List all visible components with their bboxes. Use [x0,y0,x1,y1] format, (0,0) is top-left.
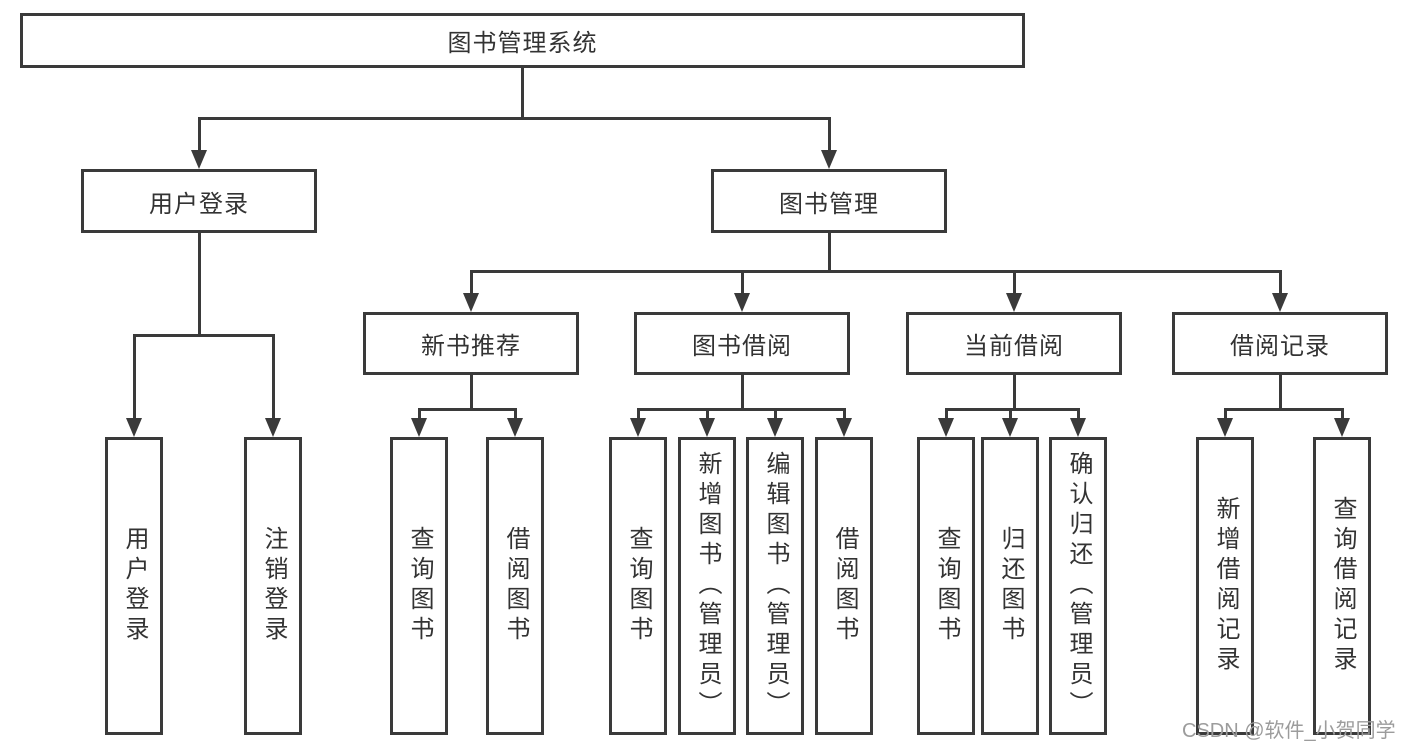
arrowhead-down-icon [1334,418,1350,437]
connector-line [945,408,1080,411]
node-current-borrow: 当前借阅 [906,312,1122,375]
arrowhead-down-icon [191,150,207,169]
arrowhead-down-icon [126,418,142,437]
connector-line [521,68,524,119]
arrowhead-down-icon [836,418,852,437]
leaf-confirm-return-admin: 确认归还（管理员） [1049,437,1107,735]
connector-line [514,408,517,422]
connector-line [1013,270,1016,298]
leaf-query-books-recommend: 查询图书 [390,437,448,735]
leaf-query-books-borrow: 查询图书 [609,437,667,735]
connector-line [133,334,136,422]
leaf-add-borrow-record: 新增借阅记录 [1196,437,1254,735]
leaf-label: 查询借阅记录 [1329,496,1356,676]
arrowhead-down-icon [767,418,783,437]
connector-line [1077,408,1080,422]
node-book-borrow: 图书借阅 [634,312,850,375]
node-label: 图书管理 [779,190,879,218]
leaf-label: 查询图书 [625,526,652,646]
arrowhead-down-icon [1002,418,1018,437]
connector-line [1013,375,1016,411]
node-library-management-system: 图书管理系统 [20,13,1025,68]
arrowhead-down-icon [411,418,427,437]
leaf-add-books-admin: 新增图书（管理员） [678,437,736,735]
leaf-edit-books-admin: 编辑图书（管理员） [746,437,804,735]
connector-line [828,117,831,155]
connector-line [470,270,473,298]
connector-line [706,408,709,422]
leaf-borrow-books: 借阅图书 [815,437,873,735]
connector-line [1279,270,1282,298]
connector-line [470,375,473,411]
leaf-label: 确认归还（管理员） [1065,451,1092,721]
node-label: 用户登录 [149,190,249,218]
connector-line [1224,408,1227,422]
connector-line [843,408,846,422]
leaf-user-login: 用户登录 [105,437,163,735]
leaf-query-borrow-record: 查询借阅记录 [1313,437,1371,735]
leaf-label: 注销登录 [260,526,287,646]
connector-line [133,334,275,337]
arrowhead-down-icon [265,418,281,437]
connector-line [418,408,517,411]
arrowhead-down-icon [1272,293,1288,312]
node-label: 图书借阅 [692,333,792,360]
arrowhead-down-icon [734,293,750,312]
connector-line [741,270,744,298]
connector-line [1224,408,1344,411]
leaf-logout: 注销登录 [244,437,302,735]
arrowhead-down-icon [630,418,646,437]
arrowhead-down-icon [1217,418,1233,437]
leaf-label: 新增图书（管理员） [694,451,721,721]
connector-line [637,408,640,422]
connector-line [198,117,831,120]
leaf-label: 查询图书 [406,526,433,646]
node-label: 借阅记录 [1230,333,1330,360]
arrowhead-down-icon [938,418,954,437]
connector-line [1341,408,1344,422]
leaf-label: 查询图书 [933,526,960,646]
node-user-login: 用户登录 [81,169,317,233]
leaf-label: 编辑图书（管理员） [762,451,789,721]
connector-line [774,408,777,422]
arrowhead-down-icon [507,418,523,437]
connector-line [418,408,421,422]
connector-line [741,375,744,411]
connector-line [828,233,831,273]
node-book-management: 图书管理 [711,169,947,233]
connector-line [1279,375,1282,411]
arrowhead-down-icon [699,418,715,437]
leaf-borrow-books-recommend: 借阅图书 [486,437,544,735]
connector-line [198,233,201,337]
leaf-label: 新增借阅记录 [1212,496,1239,676]
leaf-label: 用户登录 [121,526,148,646]
connector-line [198,117,201,155]
node-borrow-records: 借阅记录 [1172,312,1388,375]
arrowhead-down-icon [463,293,479,312]
leaf-return-books: 归还图书 [981,437,1039,735]
csdn-watermark: CSDN @软件_小贺同学 [1182,720,1396,742]
node-label: 当前借阅 [964,333,1064,360]
leaf-label: 借阅图书 [502,526,529,646]
node-label: 图书管理系统 [447,30,598,57]
leaf-query-books-current: 查询图书 [917,437,975,735]
connector-line [272,334,275,422]
connector-line [470,270,1281,273]
leaf-label: 借阅图书 [831,526,858,646]
node-new-book-recommend: 新书推荐 [363,312,579,375]
connector-line [637,408,846,411]
arrowhead-down-icon [821,150,837,169]
leaf-label: 归还图书 [997,526,1024,646]
arrowhead-down-icon [1006,293,1022,312]
connector-line [1009,408,1012,422]
connector-line [945,408,948,422]
node-label: 新书推荐 [421,333,521,360]
arrowhead-down-icon [1070,418,1086,437]
